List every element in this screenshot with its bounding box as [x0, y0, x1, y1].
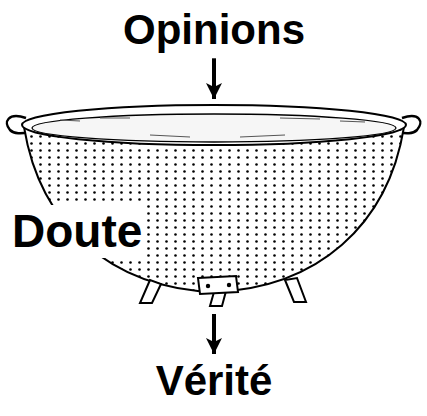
- flow-arrow: [212, 58, 216, 99]
- colander-rim: [22, 105, 406, 145]
- term-box: Opinions: [123, 6, 305, 54]
- colander-foot: [140, 280, 161, 303]
- colander-foot: [285, 278, 306, 302]
- flow-arrow: [212, 314, 216, 354]
- node-label: Vérité: [156, 357, 273, 405]
- colander-strap: [198, 276, 238, 294]
- term-box: Vérité: [156, 357, 273, 405]
- node-label: Opinions: [123, 6, 305, 54]
- rivet: [227, 283, 231, 287]
- node-label: Doute: [8, 205, 146, 258]
- rivet: [206, 284, 210, 288]
- rim-shading: [60, 118, 365, 137]
- colander-node: Doute: [8, 102, 420, 310]
- colander-rim-inner: [32, 114, 396, 142]
